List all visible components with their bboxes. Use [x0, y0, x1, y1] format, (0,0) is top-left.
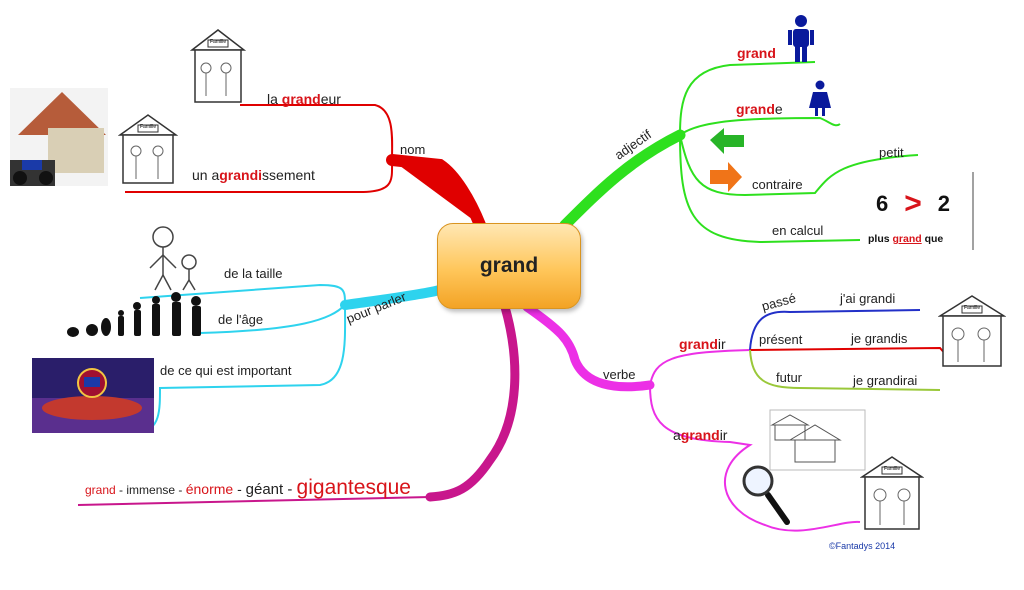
family-house-icon: Famille	[189, 28, 247, 109]
woman-icon	[809, 80, 831, 116]
family-house-icon: Famille	[937, 294, 1007, 373]
agrandissement-label: un agrandissement	[192, 168, 315, 182]
age-label: de l'âge	[218, 312, 264, 327]
syn-grand: grand	[85, 483, 116, 497]
credit-text: ©Fantadys 2014	[829, 541, 896, 551]
syn-geant: géant	[245, 481, 284, 498]
futur-label: futur	[776, 370, 803, 385]
verbe-futur-line	[749, 349, 941, 391]
house-quad-image	[10, 88, 108, 186]
synonyms-branch-stem	[425, 302, 520, 502]
agrandir-key: grand	[680, 427, 720, 443]
masculine-grand-label: grand	[737, 45, 776, 61]
adjectif-branch-2	[679, 116, 841, 136]
verbe-branch-agrandir	[649, 384, 861, 532]
calc-caption-key: grand	[892, 233, 922, 245]
verbe-branch-grandir	[649, 349, 751, 386]
verbe-branch-label: verbe	[603, 367, 636, 382]
syn-immense: immense	[126, 483, 176, 497]
house-sign: Famille	[964, 305, 981, 311]
syn-enorme: énorme	[185, 481, 234, 497]
agrandissement-key: grandi	[219, 167, 263, 183]
nom-branch-upper	[240, 104, 394, 161]
pour-parler-branch-2	[199, 304, 346, 334]
tall-figure-icon	[149, 226, 177, 291]
grandeur-key: grand	[281, 91, 321, 107]
grande-key: grand	[736, 101, 775, 117]
green-arrow-icon	[710, 128, 744, 154]
contraire-label: contraire	[752, 177, 803, 192]
grandeur-post: eur	[320, 91, 341, 107]
nom-branch-label: nom	[400, 142, 426, 157]
orange-arrow-icon	[710, 162, 742, 192]
nom-branch-stem	[386, 154, 486, 231]
calc-caption-pre: plus	[868, 233, 893, 245]
grandir-post: ir	[717, 336, 726, 352]
adjectif-branch-3	[679, 134, 919, 197]
adjectif-branch-1	[679, 61, 816, 136]
house-sign: Famille	[884, 466, 901, 472]
pour-parler-branch-stem	[340, 285, 445, 310]
man-icon	[788, 15, 814, 62]
central-topic[interactable]: grand	[437, 223, 581, 309]
family-house-icon: Famille	[859, 455, 925, 536]
buildings-sketch-image	[769, 409, 866, 471]
feminine-grande-label: grande	[736, 102, 783, 116]
greater-than-icon: >	[904, 187, 922, 220]
futur-example: je grandirai	[853, 373, 918, 388]
agrandir-pre: a	[673, 427, 681, 443]
calc-right: 2	[937, 191, 951, 216]
small-figure-icon	[181, 254, 197, 291]
verbe-passe-line	[749, 309, 921, 351]
calc-caption: plus grand que	[868, 233, 943, 245]
petit-label: petit	[879, 145, 904, 160]
adjectif-branch-4	[679, 134, 861, 244]
syn-sep: -	[175, 483, 186, 497]
calc-left: 6	[876, 191, 889, 216]
nom-branch-lower	[125, 159, 394, 193]
pour-parler-branch-3	[139, 304, 347, 433]
present-example: je grandis	[851, 331, 908, 346]
house-sign: Famille	[210, 39, 227, 45]
stadium-image	[32, 358, 154, 433]
calc-example: 6 > 2 plus grand que	[868, 187, 968, 249]
syn-sep: -	[233, 481, 246, 497]
syn-gigantesque: gigantesque	[296, 476, 411, 499]
family-house-icon: Famille	[117, 113, 179, 190]
central-topic-label: grand	[479, 254, 539, 277]
syn-sep: -	[115, 483, 127, 497]
verbe-branch-stem	[522, 302, 655, 392]
grandir-label: grandir	[679, 337, 726, 351]
grandeur-pre: la	[267, 91, 282, 107]
agrandissement-post: ssement	[262, 167, 315, 183]
synonyms-line: grand - immense - énorme - géant - gigan…	[85, 477, 411, 498]
magnifier-icon	[742, 465, 790, 525]
calc-caption-post: que	[921, 233, 944, 245]
agrandir-post: ir	[719, 427, 728, 443]
synonyms-branch-line	[77, 496, 431, 506]
calc-comparison: 6 > 2	[876, 187, 950, 221]
en-calcul-label: en calcul	[772, 223, 824, 238]
passe-example: j'ai grandi	[840, 291, 896, 306]
agrandissement-pre: un a	[192, 167, 220, 183]
taille-label: de la taille	[224, 266, 283, 281]
house-sign: Famille	[140, 124, 157, 130]
grandir-key: grand	[679, 336, 718, 352]
pour-parler-branch-1	[139, 283, 346, 306]
age-silhouettes-icon	[67, 292, 201, 337]
agrandir-label: agrandir	[673, 428, 727, 442]
important-label: de ce qui est important	[160, 363, 292, 378]
grandeur-label: la grandeur	[267, 92, 341, 106]
verbe-present-line	[749, 346, 971, 361]
syn-sep: -	[283, 481, 297, 498]
grande-post: e	[774, 101, 783, 117]
adjectif-branch-stem	[559, 129, 686, 231]
present-label: présent	[759, 332, 803, 347]
